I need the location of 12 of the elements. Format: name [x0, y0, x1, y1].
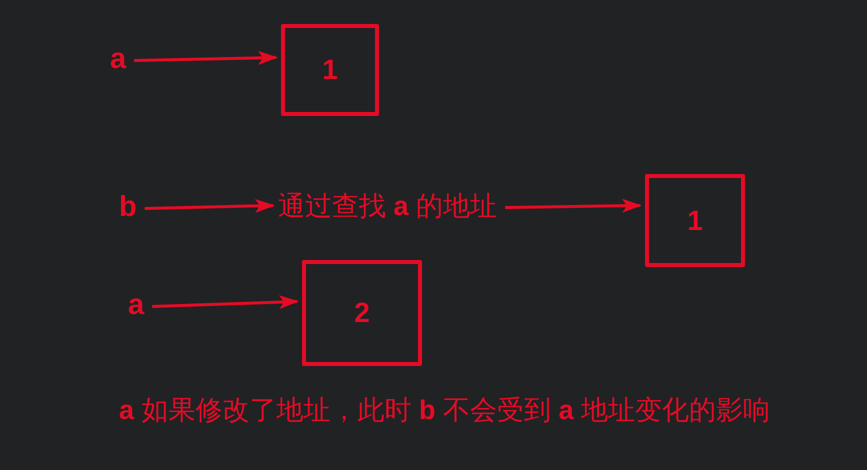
variable-name: b	[119, 193, 137, 222]
lookup-text: 通过查找 a 的地址	[278, 193, 498, 220]
variable-name: a	[110, 45, 126, 74]
value-box: 1	[281, 24, 379, 116]
arrow	[144, 198, 275, 213]
note-text: a 如果修改了地址，此时 b 不会受到 a 地址变化的影响	[119, 397, 770, 424]
value-box: 1	[645, 174, 745, 267]
arrow	[152, 295, 299, 310]
value-box: 2	[302, 260, 422, 366]
arrow	[134, 50, 278, 65]
arrow	[505, 198, 642, 213]
variable-name: a	[128, 291, 144, 320]
